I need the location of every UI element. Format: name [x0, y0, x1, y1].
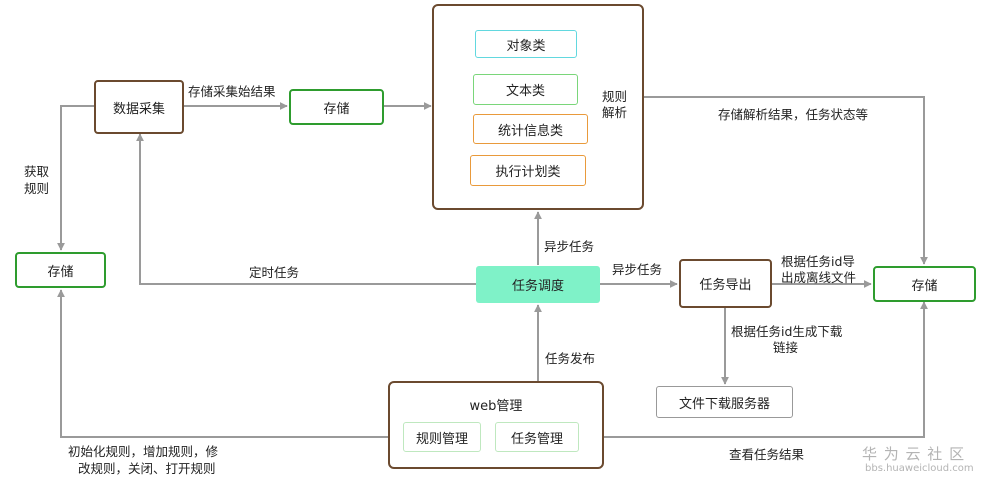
scheduler-node: 任务调度: [476, 266, 600, 303]
arrow-parse-to-store-right: [643, 96, 928, 265]
label-timed-task: 定时任务: [249, 265, 300, 280]
rule-management-node: 规则管理: [403, 422, 481, 452]
task-export-node: 任务导出: [679, 259, 772, 308]
label-task-publish: 任务发布: [545, 351, 596, 366]
rule-type-statistics: 统计信息类: [473, 114, 588, 144]
task-management-node: 任务管理: [495, 422, 579, 452]
rule-parse-label-1: 规则: [602, 89, 628, 104]
rule-type-object: 对象类: [475, 30, 577, 58]
rule-parse-label-2: 解析: [602, 105, 628, 120]
label-gen-offline-1: 根据任务id导: [781, 254, 855, 269]
label-gen-link-2: 链接: [773, 340, 799, 355]
arrow-task-mgmt-to-store-right: [580, 301, 928, 438]
label-init-rules-1: 初始化规则，增加规则，修: [68, 444, 219, 459]
storage-right-node: 存储: [873, 266, 976, 302]
web-management-title: web管理: [469, 399, 523, 414]
arrow-collect-get-rule: [57, 105, 94, 251]
label-init-rules-2: 改规则，关闭、打开规则: [78, 461, 216, 476]
label-get-rule-2: 规则: [24, 181, 50, 196]
rule-type-text: 文本类: [473, 74, 578, 105]
label-view-results: 查看任务结果: [729, 447, 805, 462]
file-server-node: 文件下载服务器: [656, 386, 793, 418]
label-get-rule-1: 获取: [24, 164, 50, 179]
storage-left-node: 存储: [15, 252, 106, 288]
arrow-rule-mgmt-to-store-left: [57, 289, 402, 438]
label-async-task-up: 异步任务: [544, 239, 595, 254]
arrow-scheduler-timed-to-collect: [136, 133, 476, 285]
watermark-brand: 华 为 云 社 区: [862, 445, 966, 463]
rule-type-exec-plan: 执行计划类: [470, 155, 586, 186]
storage-mid-node: 存储: [289, 89, 384, 125]
data-collect-node: 数据采集: [94, 80, 184, 134]
label-store-parse-result: 存储解析结果，任务状态等: [718, 107, 869, 122]
label-gen-link-1: 根据任务id生成下载: [731, 324, 843, 339]
label-store-collect-result: 存储采集始结果: [188, 84, 276, 99]
watermark-url: bbs.huaweicloud.com: [865, 463, 974, 474]
label-async-task-right: 异步任务: [612, 262, 663, 277]
label-gen-offline-2: 出成离线文件: [781, 270, 857, 285]
